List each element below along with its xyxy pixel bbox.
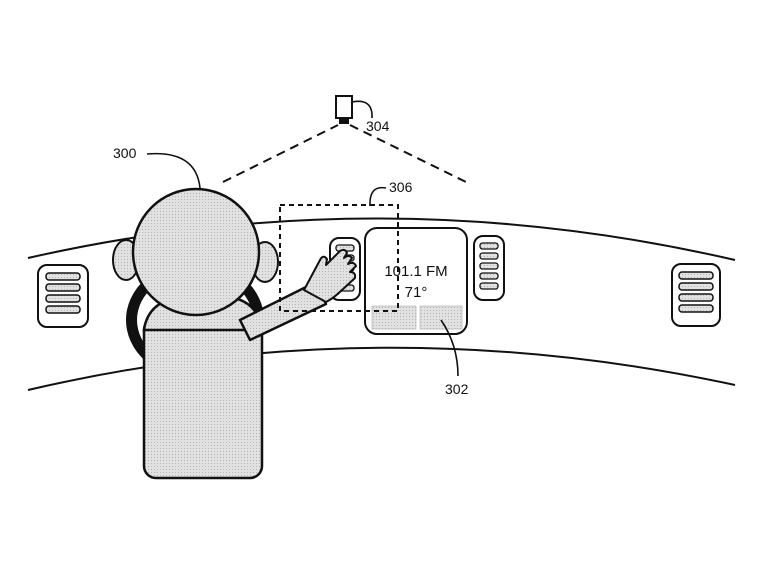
leader-line-300 [146, 152, 201, 189]
leader-line-304 [351, 100, 373, 119]
leader-line-306 [369, 186, 387, 207]
display-button-right [419, 305, 463, 330]
leader-line-302 [440, 319, 459, 377]
center-right-air-vent [473, 235, 505, 301]
display-temperature-text: 71° [405, 284, 428, 301]
dashboard-top-edge [27, 217, 736, 261]
label-300: 300 [113, 145, 137, 161]
occupant-arm [238, 280, 328, 342]
sensor-field-right [349, 124, 467, 183]
occupant-head [131, 187, 261, 317]
occupant-hand [303, 248, 357, 303]
right-air-vent [671, 263, 721, 327]
display-radio-text: 101.1 FM [384, 263, 447, 280]
dashboard [27, 217, 736, 391]
label-304: 304 [366, 118, 390, 134]
gesture-zone-box [279, 204, 399, 312]
sensor-field-left [222, 124, 339, 183]
occupant [112, 187, 357, 480]
left-air-vent [37, 264, 89, 328]
camera-sensor [222, 95, 467, 183]
label-302: 302 [445, 381, 469, 397]
dashboard-bottom-edge [27, 346, 736, 391]
label-306: 306 [389, 179, 413, 195]
occupant-torso [142, 316, 264, 480]
display-button-left [371, 305, 417, 330]
infotainment-display: 101.1 FM 71° [364, 227, 468, 335]
